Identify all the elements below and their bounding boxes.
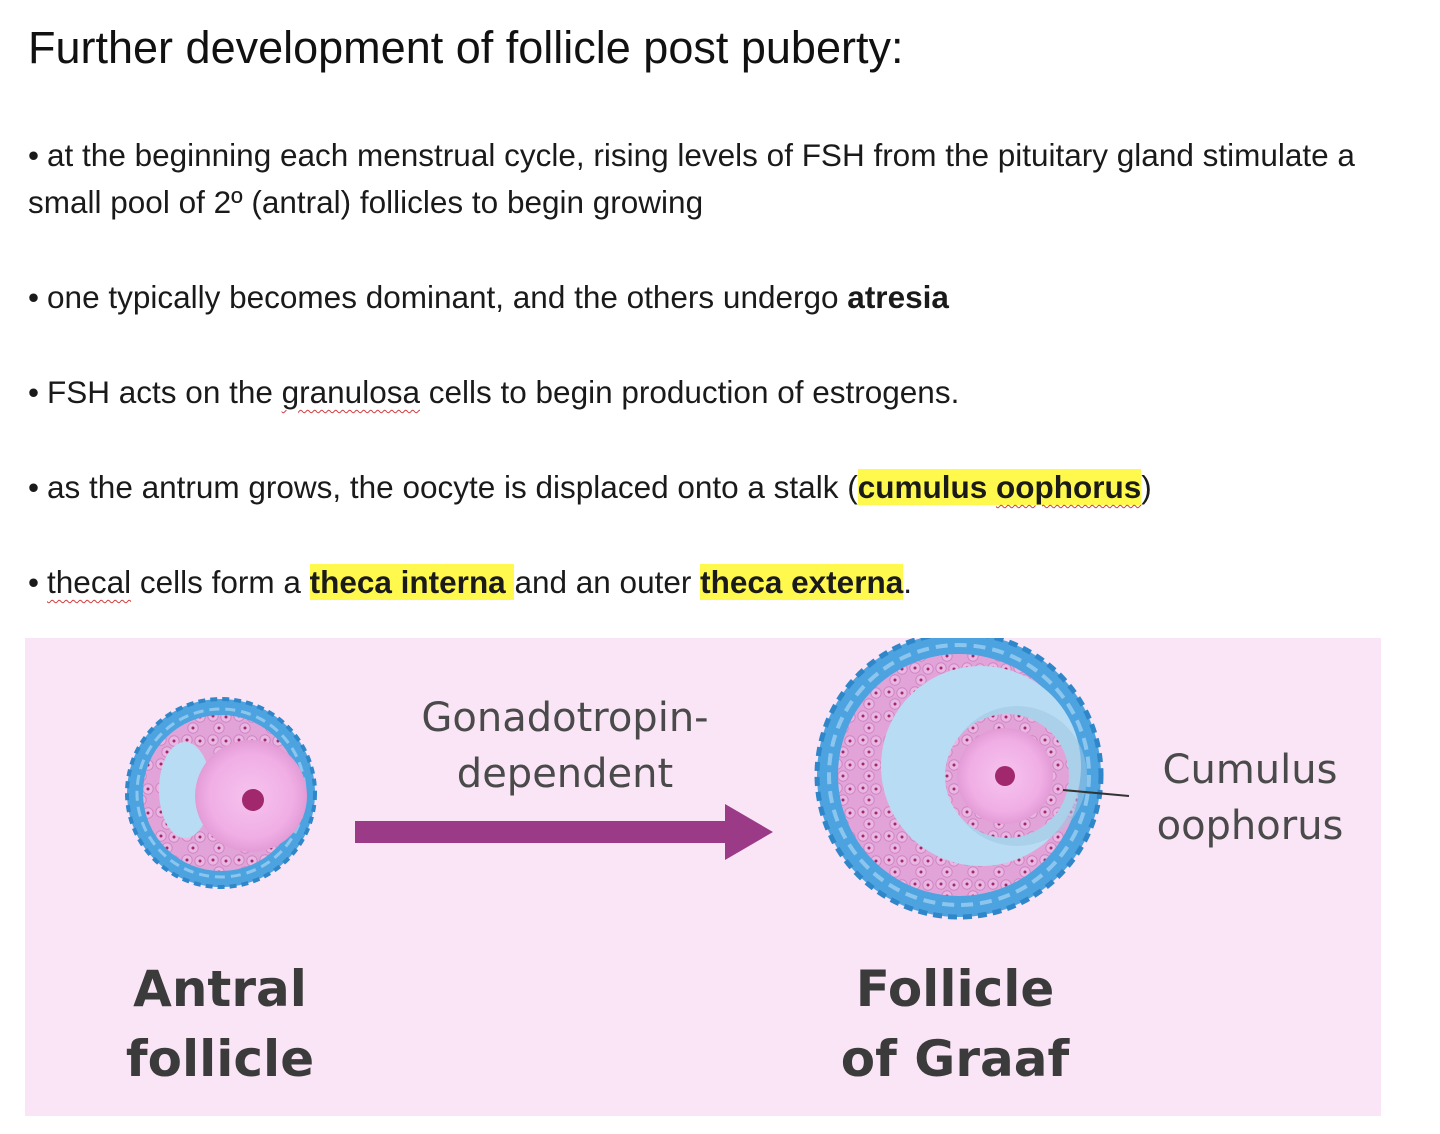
- bullet-fsh-rising: •at the beginning each menstrual cycle, …: [28, 132, 1418, 226]
- theca-externa-highlight: theca externa: [700, 564, 904, 600]
- bullet-dot: •: [28, 137, 40, 173]
- follicle-diagram-panel: Gonadotropin- dependent Cumulus oophorus…: [25, 638, 1381, 1116]
- theca-texture: [814, 638, 1104, 920]
- graaf-line2: of Graaf: [840, 1030, 1070, 1088]
- cumulus-line2: oophorus: [1156, 803, 1344, 849]
- nucleus: [242, 789, 264, 811]
- follicle-diagram: [125, 638, 1130, 920]
- bullet-thecal: •thecal cells form a theca interna and a…: [28, 559, 1418, 606]
- arrow-head: [725, 804, 773, 860]
- granulosa-term: granulosa: [281, 374, 420, 410]
- bullet-text: .: [903, 564, 912, 600]
- antral-line2: follicle: [125, 1030, 315, 1088]
- graafian-follicle-illustration: [814, 638, 1130, 920]
- bullet-granulosa: •FSH acts on the granulosa cells to begi…: [28, 369, 1418, 416]
- bullet-dominant: •one typically becomes dominant, and the…: [28, 274, 1418, 321]
- thecal-term: thecal: [47, 564, 132, 600]
- bullet-antrum: •as the antrum grows, the oocyte is disp…: [28, 464, 1418, 511]
- antral-follicle-label: Antral follicle: [95, 954, 345, 1094]
- gonadotropin-line1: Gonadotropin-: [421, 695, 709, 741]
- antral-line1: Antral: [133, 960, 307, 1018]
- theca-interna-highlight: theca interna: [309, 564, 515, 600]
- bullet-dot: •: [28, 469, 40, 505]
- gonadotropin-arrow: [355, 804, 773, 860]
- page-title: Further development of follicle post pub…: [28, 22, 904, 73]
- bullet-list: •at the beginning each menstrual cycle, …: [28, 132, 1418, 654]
- bullet-text: at the beginning each menstrual cycle, r…: [28, 137, 1355, 220]
- cumulus-label: Cumulus oophorus: [1130, 742, 1370, 854]
- bullet-text: and an outer: [514, 564, 701, 600]
- graaf-follicle-label: Follicle of Graaf: [815, 954, 1095, 1094]
- gonadotropin-line2: dependent: [456, 751, 674, 797]
- theca-texture: [827, 643, 1091, 907]
- bullet-text: one typically becomes dominant, and the …: [47, 279, 848, 315]
- cumulus-pointer-line: [1062, 789, 1130, 797]
- graaf-line1: Follicle: [855, 960, 1055, 1018]
- bullet-text: ): [1141, 469, 1152, 505]
- arrow-shaft: [355, 821, 733, 843]
- theca-texture: [125, 697, 317, 889]
- bullet-dot: •: [28, 374, 40, 410]
- bullet-text: cells to begin production of estrogens.: [420, 374, 960, 410]
- bullet-text: as the antrum grows, the oocyte is displ…: [47, 469, 858, 505]
- bullet-dot: •: [28, 564, 40, 600]
- nucleus: [995, 766, 1015, 786]
- cumulus-highlight: cumulus oophorus: [857, 469, 1142, 505]
- atresia-term: atresia: [847, 279, 949, 315]
- antral-follicle-illustration: [125, 697, 317, 889]
- bullet-text: FSH acts on the: [47, 374, 282, 410]
- highlight-text: cumulus: [857, 469, 996, 505]
- oophorus-term: oophorus: [995, 469, 1142, 505]
- gonadotropin-label: Gonadotropin- dependent: [385, 690, 745, 802]
- bullet-dot: •: [28, 279, 40, 315]
- bullet-text: cells form a: [131, 564, 310, 600]
- cumulus-line1: Cumulus: [1162, 747, 1338, 793]
